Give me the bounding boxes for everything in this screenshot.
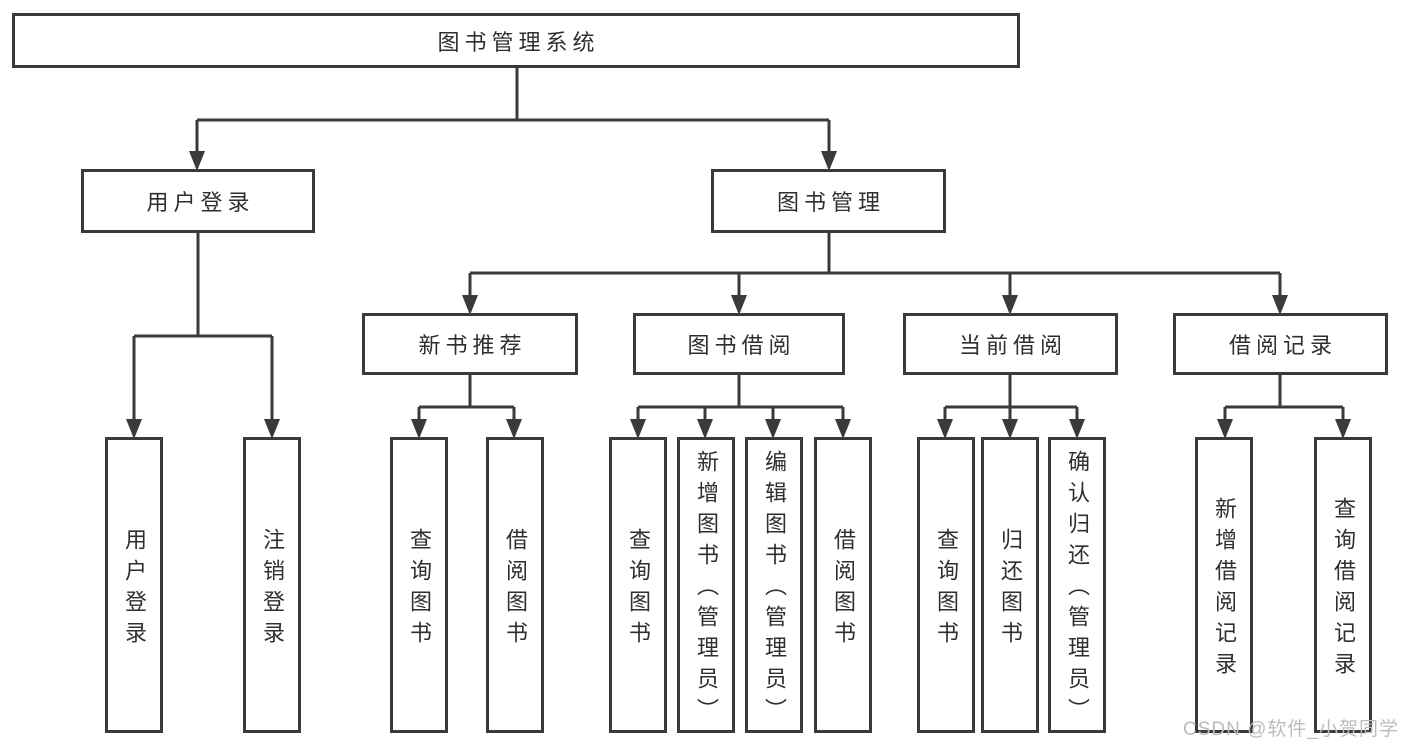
leaf-br-add-record-label: 新增借阅记录 — [1212, 496, 1237, 683]
leaf-cb-query-books-label: 查询图书 — [934, 527, 959, 652]
node-book-borrowing: 图书借阅 — [633, 313, 845, 375]
arrowhead — [821, 151, 837, 171]
edge-root-to-level2 — [195, 68, 831, 153]
arrowhead — [1069, 419, 1085, 439]
arrowhead — [126, 419, 142, 439]
leaf-bb-edit-books: 编辑图书（管理员） — [745, 437, 803, 733]
watermark: CSDN @软件_小贺同学 — [1183, 719, 1399, 740]
arrowhead — [506, 419, 522, 439]
node-borrowing-records-label: 借阅记录 — [1228, 333, 1337, 358]
leaf-rec-query-books: 查询图书 — [390, 437, 448, 733]
edge-records-to-leaves — [1223, 375, 1345, 421]
leaf-br-query-record-label: 查询借阅记录 — [1331, 496, 1356, 683]
leaf-cb-return-books-label: 归还图书 — [998, 527, 1023, 652]
leaf-cb-confirm-return: 确认归还（管理员） — [1048, 437, 1106, 733]
leaf-bb-add-books: 新增图书（管理员） — [677, 437, 735, 733]
node-book-borrowing-label: 图书借阅 — [687, 333, 796, 358]
leaf-bb-add-books-label: 新增图书（管理员） — [694, 450, 719, 729]
node-user-login-group: 用户登录 — [81, 169, 315, 233]
node-current-borrowing-label: 当前借阅 — [958, 333, 1067, 358]
leaf-user-login-label: 用户登录 — [122, 527, 147, 652]
edge-mgmt-to-level3 — [468, 233, 1282, 298]
edge-current-to-leaves — [943, 375, 1079, 421]
leaf-bb-edit-books-label: 编辑图书（管理员） — [762, 450, 787, 729]
arrowhead — [731, 295, 747, 315]
arrowhead — [462, 295, 478, 315]
leaf-user-login: 用户登录 — [105, 437, 163, 733]
arrowhead — [264, 419, 280, 439]
node-new-book-recommend-label: 新书推荐 — [418, 333, 527, 358]
node-book-management: 图书管理 — [711, 169, 946, 233]
arrowhead — [835, 419, 851, 439]
arrowhead — [1002, 295, 1018, 315]
arrowhead — [189, 151, 205, 171]
leaf-cb-confirm-return-label: 确认归还（管理员） — [1065, 450, 1090, 729]
arrowhead — [1335, 419, 1351, 439]
leaf-cb-query-books: 查询图书 — [917, 437, 975, 733]
node-root-label: 图书管理系统 — [437, 29, 600, 55]
leaf-br-query-record: 查询借阅记录 — [1314, 437, 1372, 733]
arrowhead — [1217, 419, 1233, 439]
edge-recommend-to-leaves — [417, 375, 516, 421]
leaf-cb-return-books: 归还图书 — [981, 437, 1039, 733]
leaf-bb-query-books-label: 查询图书 — [626, 527, 651, 652]
node-current-borrowing: 当前借阅 — [903, 313, 1118, 375]
leaf-logout-label: 注销登录 — [260, 527, 285, 652]
leaf-rec-query-books-label: 查询图书 — [407, 527, 432, 652]
node-borrowing-records: 借阅记录 — [1173, 313, 1388, 375]
node-book-management-label: 图书管理 — [776, 190, 885, 215]
leaf-rec-borrow-books-label: 借阅图书 — [503, 527, 528, 652]
arrowhead — [1002, 419, 1018, 439]
leaf-bb-query-books: 查询图书 — [609, 437, 667, 733]
edge-borrow-to-leaves — [636, 375, 845, 421]
arrowhead — [411, 419, 427, 439]
leaf-bb-borrow-books: 借阅图书 — [814, 437, 872, 733]
edge-login-to-leaves — [132, 233, 274, 421]
node-user-login-group-label: 用户登录 — [146, 190, 255, 215]
arrowhead — [1272, 295, 1288, 315]
node-root: 图书管理系统 — [12, 13, 1020, 68]
arrowhead — [697, 419, 713, 439]
arrowhead — [765, 419, 781, 439]
arrowhead — [630, 419, 646, 439]
node-new-book-recommend: 新书推荐 — [362, 313, 578, 375]
leaf-logout: 注销登录 — [243, 437, 301, 733]
leaf-bb-borrow-books-label: 借阅图书 — [831, 527, 856, 652]
leaf-br-add-record: 新增借阅记录 — [1195, 437, 1253, 733]
arrowhead — [937, 419, 953, 439]
leaf-rec-borrow-books: 借阅图书 — [486, 437, 544, 733]
